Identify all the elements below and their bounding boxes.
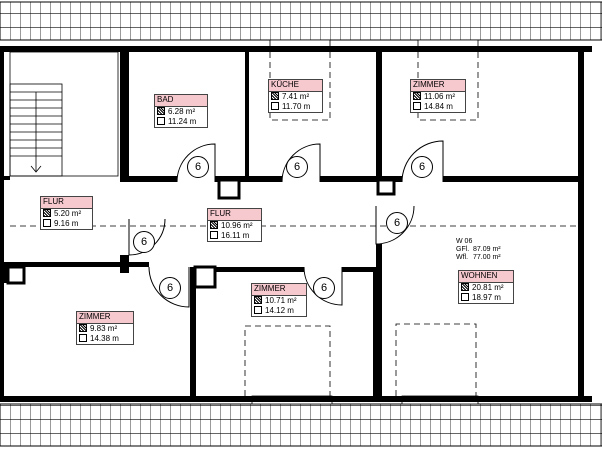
door-marker: 6: [313, 277, 335, 299]
room-area: 5.20 m²: [41, 209, 92, 219]
area-icon: [461, 283, 469, 291]
roof-strip-bottom: [0, 403, 602, 447]
room-area: 10.71 m²: [252, 296, 306, 306]
perimeter-icon: [157, 117, 165, 125]
area-icon: [43, 209, 51, 217]
perimeter-icon: [43, 219, 51, 227]
door-marker: 6: [411, 156, 433, 178]
room-area: 10.96 m²: [208, 221, 261, 231]
room-perimeter: 14.12 m: [252, 306, 306, 316]
room-label-kueche: KÜCHE 7.41 m² 11.70 m: [268, 79, 323, 113]
door-marker: 6: [133, 231, 155, 253]
area-icon: [157, 107, 165, 115]
living-floor-area: Wfl.77.00 m²: [456, 254, 501, 261]
area-icon: [254, 296, 262, 304]
area-icon: [413, 92, 421, 100]
room-name: ZIMMER: [252, 284, 306, 296]
room-perimeter: 14.84 m: [411, 102, 465, 112]
perimeter-icon: [271, 102, 279, 110]
room-name: FLUR: [41, 197, 92, 209]
room-name: ZIMMER: [77, 312, 133, 324]
room-label-wohnen: WOHNEN 20.81 m² 18.97 m: [458, 270, 514, 304]
unit-summary: W 06 GFl.87.09 m² Wfl.77.00 m²: [456, 238, 501, 262]
room-perimeter: 9.16 m: [41, 219, 92, 229]
room-label-zimmer-southwest: ZIMMER 9.83 m² 14.38 m: [76, 311, 134, 345]
room-label-flur-west: FLUR 5.20 m² 9.16 m: [40, 196, 93, 230]
interior-walls: [0, 46, 584, 402]
room-name: WOHNEN: [459, 271, 513, 283]
area-icon: [79, 324, 87, 332]
room-perimeter: 18.97 m: [459, 293, 513, 303]
room-area: 7.41 m²: [269, 92, 322, 102]
area-icon: [210, 221, 218, 229]
room-perimeter: 16.11 m: [208, 231, 261, 241]
room-name: KÜCHE: [269, 80, 322, 92]
room-label-zimmer-north: ZIMMER 11.06 m² 14.84 m: [410, 79, 466, 113]
room-perimeter: 14.38 m: [77, 334, 133, 344]
door-marker: 6: [187, 156, 209, 178]
area-icon: [271, 92, 279, 100]
outer-walls: [0, 46, 592, 402]
room-label-bad: BAD 6.28 m² 11.24 m: [154, 94, 208, 128]
room-label-flur-center: FLUR 10.96 m² 16.11 m: [207, 208, 262, 242]
room-name: ZIMMER: [411, 80, 465, 92]
room-perimeter: 11.70 m: [269, 102, 322, 112]
staircase: [9, 51, 119, 177]
room-area: 6.28 m²: [155, 107, 207, 117]
roof-strip-top: [0, 1, 602, 41]
perimeter-icon: [413, 102, 421, 110]
unit-number: W 06: [456, 238, 473, 245]
perimeter-icon: [254, 306, 262, 314]
room-area: 20.81 m²: [459, 283, 513, 293]
room-area: 9.83 m²: [77, 324, 133, 334]
room-name: FLUR: [208, 209, 261, 221]
room-label-zimmer-south: ZIMMER 10.71 m² 14.12 m: [251, 283, 307, 317]
perimeter-icon: [210, 231, 218, 239]
room-name: BAD: [155, 95, 207, 107]
room-perimeter: 11.24 m: [155, 117, 207, 127]
door-marker: 6: [286, 156, 308, 178]
gross-floor-area: GFl.87.09 m²: [456, 246, 501, 253]
door-marker: 6: [159, 277, 181, 299]
door-marker: 6: [386, 212, 408, 234]
perimeter-icon: [79, 334, 87, 342]
room-area: 11.06 m²: [411, 92, 465, 102]
perimeter-icon: [461, 293, 469, 301]
